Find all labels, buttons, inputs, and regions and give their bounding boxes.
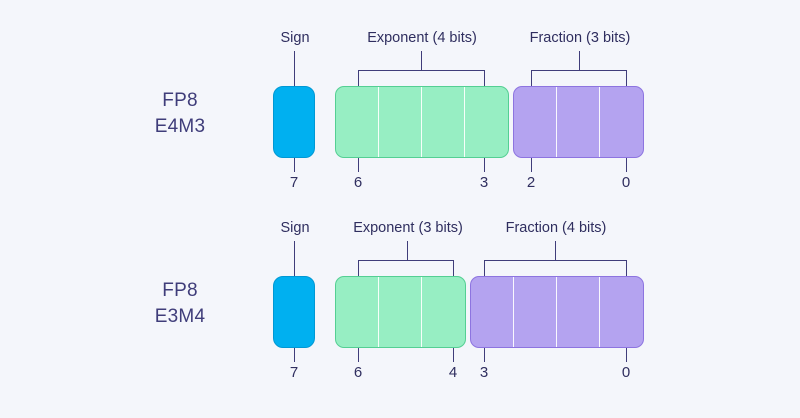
row-label-line1: FP8	[162, 280, 198, 301]
bitindex-fraction-left-e3m4: 3	[479, 364, 489, 381]
exponent-bracket-bar-e4m3	[358, 70, 485, 72]
bit-cell	[379, 277, 422, 347]
fraction-bracket-left-e4m3	[531, 70, 533, 86]
field-fraction-e4m3	[513, 86, 644, 158]
caption-fraction-e3m4: Fraction (4 bits)	[505, 220, 607, 236]
bit-cell	[514, 87, 557, 157]
bit-cell	[600, 87, 643, 157]
bitindex-fraction-left-e4m3: 2	[526, 174, 536, 191]
sign-stem-e4m3	[294, 51, 296, 86]
bit-cell	[274, 87, 314, 157]
caption-sign-e3m4: Sign	[280, 220, 310, 236]
fraction-bracket-stem-e4m3	[579, 51, 581, 71]
tick-fraction-right-e4m3	[626, 158, 628, 172]
bit-cell	[465, 87, 508, 157]
field-exponent-e4m3	[335, 86, 509, 158]
fraction-bracket-stem-e3m4	[555, 241, 557, 261]
row-label-e4m3: FP8 E4M3	[120, 88, 240, 140]
bit-cell	[514, 277, 557, 347]
tick-exponent-left-e3m4	[358, 348, 360, 362]
row-label-line2: E3M4	[154, 306, 206, 327]
tick-sign-e3m4	[294, 348, 296, 362]
row-label-line1: FP8	[162, 90, 198, 111]
fraction-bracket-right-e4m3	[626, 70, 628, 86]
tick-fraction-left-e4m3	[531, 158, 533, 172]
exponent-bracket-left-e3m4	[358, 260, 360, 276]
bit-cell	[336, 87, 379, 157]
caption-exponent-e3m4: Exponent (3 bits)	[353, 220, 463, 236]
sign-stem-e3m4	[294, 241, 296, 276]
bitindex-sign-e4m3: 7	[289, 174, 299, 191]
bit-cell	[600, 277, 643, 347]
tick-fraction-left-e3m4	[484, 348, 486, 362]
fraction-bracket-left-e3m4	[484, 260, 486, 276]
bit-cell	[422, 277, 465, 347]
bitindex-exponent-left-e4m3: 6	[353, 174, 363, 191]
fraction-bracket-bar-e3m4	[484, 260, 627, 262]
exponent-bracket-bar-e3m4	[358, 260, 454, 262]
caption-fraction-e4m3: Fraction (3 bits)	[529, 30, 631, 46]
bit-cell	[274, 277, 314, 347]
exponent-bracket-right-e4m3	[484, 70, 486, 86]
bitindex-sign-e3m4: 7	[289, 364, 299, 381]
tick-fraction-right-e3m4	[626, 348, 628, 362]
exponent-bracket-stem-e4m3	[421, 51, 423, 71]
bit-cell	[557, 277, 600, 347]
bit-cell	[336, 277, 379, 347]
tick-exponent-right-e4m3	[484, 158, 486, 172]
row-fp8-e3m4: FP8 E3M4 Sign Exponent (3 bits) Fraction…	[0, 190, 800, 418]
field-exponent-e3m4	[335, 276, 466, 348]
caption-exponent-e4m3: Exponent (4 bits)	[367, 30, 477, 46]
bitindex-exponent-right-e4m3: 3	[479, 174, 489, 191]
bit-cell	[471, 277, 514, 347]
bitindex-fraction-right-e3m4: 0	[621, 364, 631, 381]
row-fp8-e4m3: FP8 E4M3 Sign Exponent (4 bits) Fraction…	[120, 30, 644, 191]
fraction-bracket-right-e3m4	[626, 260, 628, 276]
field-fraction-e3m4	[470, 276, 644, 348]
bit-cell	[557, 87, 600, 157]
exponent-bracket-right-e3m4	[453, 260, 455, 276]
bit-cell	[379, 87, 422, 157]
tick-exponent-left-e4m3	[358, 158, 360, 172]
row-label-line2: E4M3	[154, 116, 206, 137]
exponent-bracket-left-e4m3	[358, 70, 360, 86]
exponent-bracket-stem-e3m4	[407, 241, 409, 261]
caption-sign-e4m3: Sign	[280, 30, 310, 46]
bitindex-exponent-left-e3m4: 6	[353, 364, 363, 381]
row-label-e3m4: FP8 E3M4	[120, 278, 240, 330]
bitindex-exponent-right-e3m4: 4	[448, 364, 458, 381]
bit-cell	[422, 87, 465, 157]
tick-sign-e4m3	[294, 158, 296, 172]
field-sign-e3m4	[273, 276, 315, 348]
tick-exponent-right-e3m4	[453, 348, 455, 362]
fraction-bracket-bar-e4m3	[531, 70, 627, 72]
field-sign-e4m3	[273, 86, 315, 158]
bitindex-fraction-right-e4m3: 0	[621, 174, 631, 191]
